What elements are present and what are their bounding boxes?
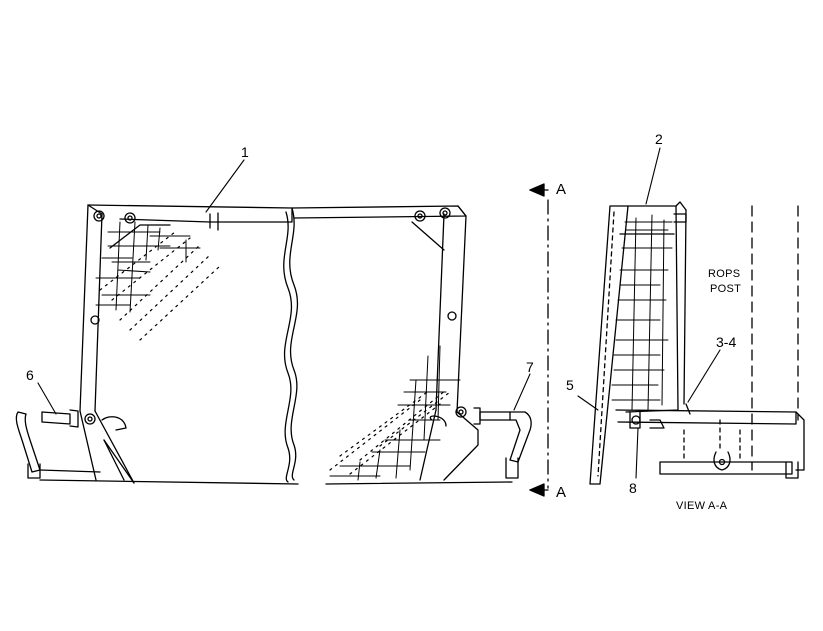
callout-8: 8: [629, 480, 637, 496]
side-view-a-a: [589, 201, 805, 485]
section-marker-top: A: [556, 181, 566, 198]
leader-lines: [37, 147, 721, 479]
guard-panel-assembly: [15, 204, 532, 485]
view-label: VIEW A-A: [676, 500, 728, 512]
callout-6: 6: [26, 367, 34, 383]
rops-label-line1: ROPS: [708, 268, 740, 280]
rops-label-line2: POST: [710, 283, 741, 295]
callout-labels: 1 2 3-4 5 6 7 8: [26, 131, 736, 496]
annotations: ROPS POST VIEW A-A A A: [556, 181, 741, 512]
callout-3-4: 3-4: [716, 334, 736, 350]
callout-7: 7: [526, 359, 534, 375]
callout-2: 2: [655, 131, 663, 147]
section-marker-bottom: A: [556, 484, 566, 501]
callout-5: 5: [566, 377, 574, 393]
callout-1: 1: [241, 144, 249, 160]
section-line-a-a: [529, 183, 549, 497]
